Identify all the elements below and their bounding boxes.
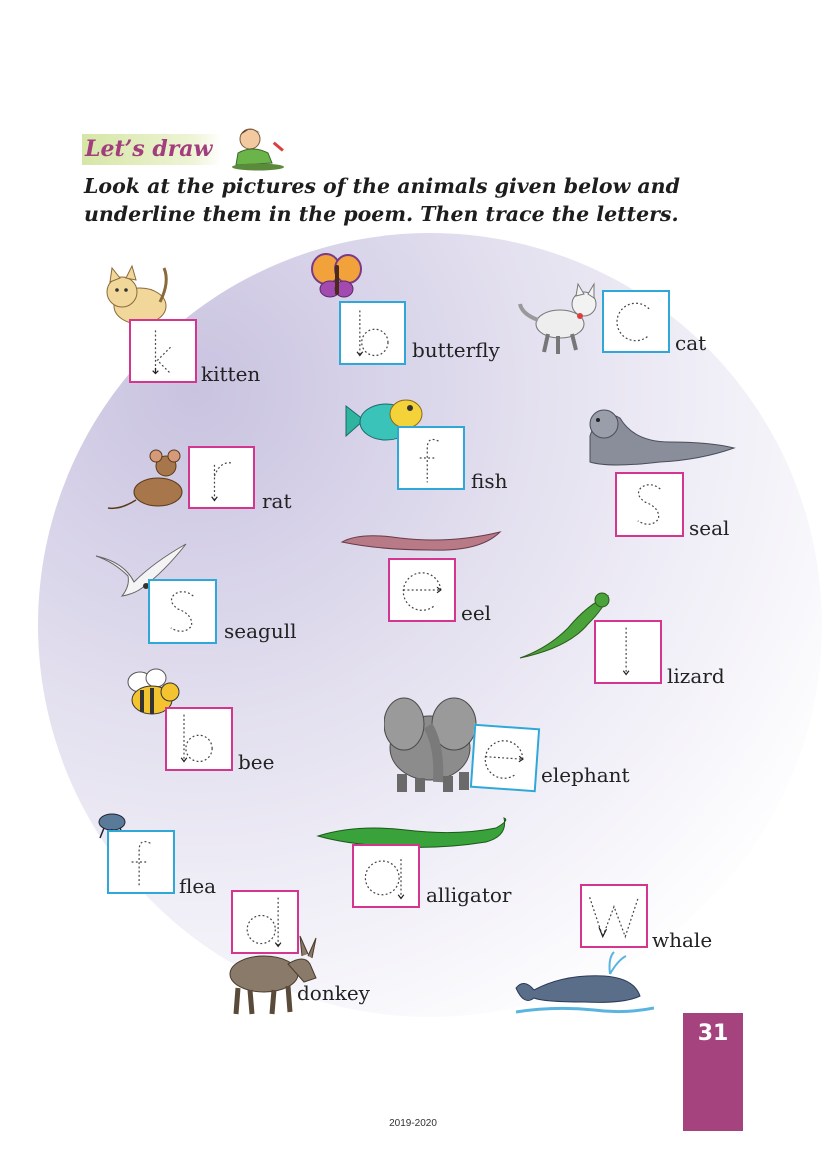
label-kitten: kitten: [201, 362, 261, 386]
label-bee: bee: [238, 750, 275, 774]
footer-year: 2019-2020: [389, 1118, 437, 1129]
lizard-picture: [519, 592, 610, 659]
label-seagull: seagull: [224, 619, 297, 643]
trace-box-elephant: [469, 723, 541, 793]
drawing-boy-icon: [232, 128, 284, 171]
label-seal: seal: [689, 516, 730, 540]
seagull-picture: [95, 543, 187, 597]
trace-box-alligator: [352, 844, 420, 908]
label-eel: eel: [461, 601, 492, 625]
page-number-tab: 31: [683, 1013, 743, 1131]
label-cat: cat: [675, 331, 707, 355]
label-alligator: alligator: [426, 883, 512, 907]
instruction-text: Look at the pictures of the animals give…: [84, 174, 680, 226]
trace-box-flea: [107, 830, 175, 894]
trace-box-eel: [388, 558, 456, 622]
seal-picture: [589, 409, 736, 466]
rat-picture: [107, 449, 183, 510]
label-elephant: elephant: [541, 763, 630, 787]
label-lizard: lizard: [667, 664, 725, 688]
label-butterfly: butterfly: [412, 338, 500, 362]
bee-picture: [127, 668, 180, 715]
donkey-picture: [229, 935, 317, 1015]
trace-box-whale: [580, 884, 648, 948]
trace-box-seal: [615, 472, 684, 537]
trace-box-bee: [165, 707, 233, 771]
lets-draw-heading: Let’s draw: [82, 134, 221, 165]
trace-box-cat: [602, 290, 670, 353]
trace-box-rat: [188, 446, 255, 509]
trace-box-lizard: [594, 620, 662, 684]
whale-picture: [515, 951, 654, 1014]
label-whale: whale: [652, 928, 713, 952]
eel-picture: [340, 531, 502, 551]
butterfly-picture: [311, 253, 362, 298]
trace-box-kitten: [129, 319, 197, 383]
trace-box-seagull: [148, 579, 217, 644]
page-number: 31: [697, 1021, 729, 1046]
label-donkey: donkey: [297, 981, 370, 1005]
trace-box-butterfly: [339, 301, 406, 365]
label-flea: flea: [179, 874, 217, 898]
label-fish: fish: [471, 469, 508, 493]
trace-box-fish: [397, 426, 465, 490]
label-rat: rat: [262, 489, 292, 513]
elephant-picture: [384, 697, 477, 792]
cat-picture: [518, 282, 597, 354]
trace-box-donkey: [231, 890, 299, 954]
kitten-picture: [106, 264, 168, 325]
